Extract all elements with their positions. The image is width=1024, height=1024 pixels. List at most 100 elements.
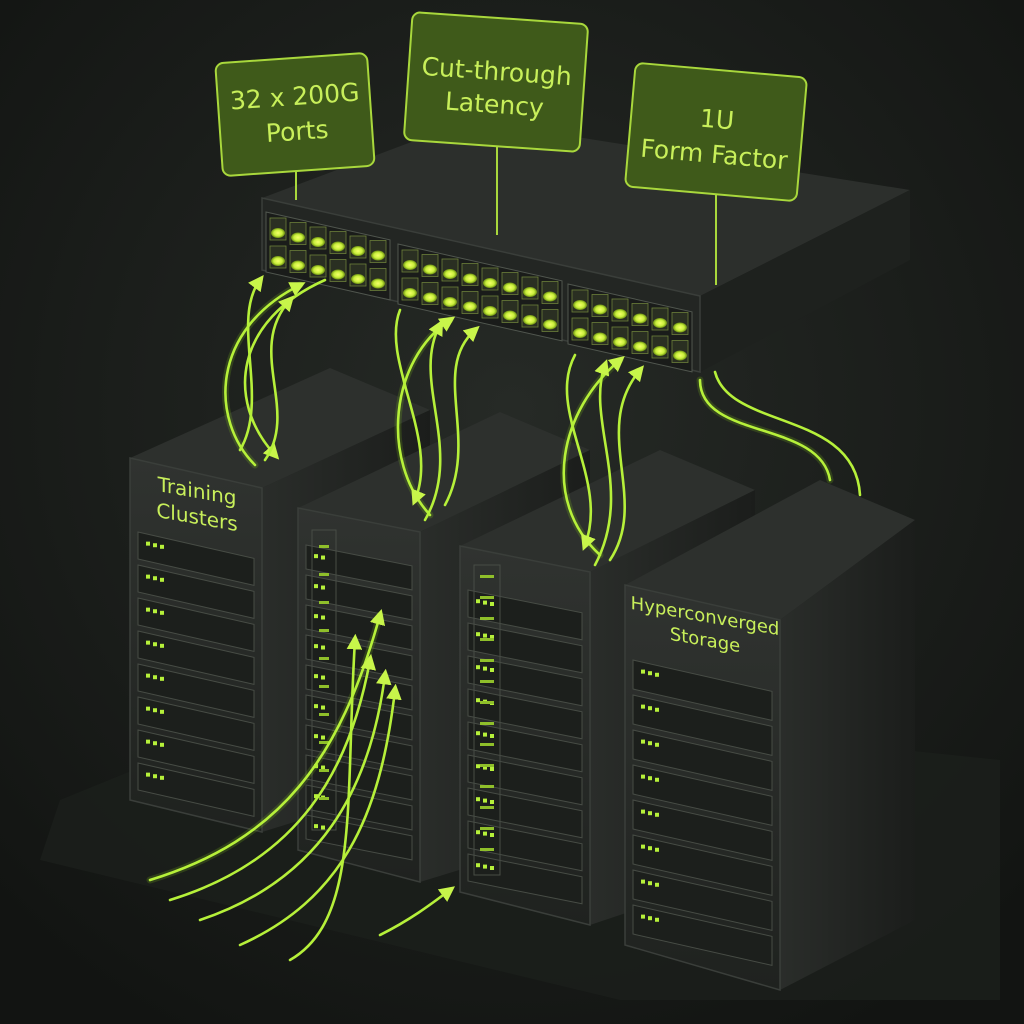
server-unit <box>632 834 773 897</box>
status-led <box>480 638 494 641</box>
status-led <box>146 640 150 645</box>
status-led <box>319 741 329 744</box>
port-group <box>265 211 391 301</box>
rack-side <box>780 520 915 990</box>
port-led <box>593 332 607 343</box>
port-led <box>653 318 667 328</box>
status-led <box>480 848 494 851</box>
flow-arrow <box>238 683 402 947</box>
status-led <box>321 645 325 650</box>
status-led <box>480 764 494 767</box>
server-unit <box>137 597 255 652</box>
callout-line1: 1U <box>699 104 736 136</box>
status-led <box>476 797 480 802</box>
data-flow-arrows <box>146 275 862 962</box>
status-led <box>490 800 494 804</box>
status-led <box>476 632 480 637</box>
flow-arrow <box>713 370 862 497</box>
rack-rail <box>473 564 501 876</box>
status-led <box>476 698 480 703</box>
flow-arrow <box>443 325 480 507</box>
status-led <box>314 824 318 829</box>
server-unit <box>632 869 773 932</box>
server-unit <box>632 764 773 827</box>
rack-top <box>130 368 430 488</box>
server-unit <box>632 799 773 862</box>
server-unit <box>137 663 255 718</box>
server-unit <box>467 589 583 641</box>
rack-units <box>467 564 583 905</box>
status-led <box>321 705 325 710</box>
server-unit <box>305 694 413 741</box>
rack-top <box>460 450 755 572</box>
port-led <box>291 260 305 271</box>
status-led <box>655 847 659 852</box>
status-led <box>476 599 480 604</box>
port-group <box>397 243 563 342</box>
status-led <box>146 574 150 579</box>
status-led <box>146 772 150 777</box>
status-led <box>490 833 494 837</box>
status-led <box>655 742 659 747</box>
port-led <box>483 306 497 316</box>
port-led <box>463 301 477 312</box>
status-led <box>319 629 329 632</box>
status-led <box>655 777 659 782</box>
server-unit <box>632 729 773 792</box>
port-led <box>371 278 385 289</box>
callout-box <box>214 52 376 177</box>
status-led <box>655 707 659 712</box>
rack-top <box>625 480 915 620</box>
status-led <box>321 555 325 560</box>
server-unit <box>467 820 583 872</box>
status-led <box>160 742 164 747</box>
network-switch <box>261 120 910 373</box>
port-led <box>653 346 667 356</box>
status-led <box>153 576 157 581</box>
status-led <box>483 600 487 605</box>
port-led <box>503 282 517 293</box>
status-led <box>153 675 157 680</box>
server-unit <box>137 531 255 586</box>
status-led <box>483 666 487 671</box>
status-led <box>483 798 487 803</box>
status-led <box>319 601 329 604</box>
status-led <box>648 811 652 816</box>
status-led <box>321 615 325 620</box>
flow-arrow <box>168 653 376 902</box>
status-led <box>319 797 329 800</box>
status-led <box>314 614 318 619</box>
status-led <box>648 706 652 711</box>
switch-port-array <box>265 211 693 373</box>
status-led <box>476 764 480 769</box>
status-led <box>480 743 494 746</box>
server-unit <box>137 762 255 817</box>
callout-line2: Ports <box>265 115 329 148</box>
switch-top <box>262 120 910 296</box>
port-led <box>291 232 305 243</box>
server-unit <box>137 564 255 619</box>
status-led <box>319 573 329 576</box>
callout-ports: 32 x 200G Ports <box>214 52 376 200</box>
callout-form-factor: 1U Form Factor <box>624 62 808 285</box>
callout-latency: Cut-through Latency <box>403 11 589 235</box>
status-led <box>153 642 157 647</box>
status-led <box>480 722 494 725</box>
status-led <box>480 596 494 599</box>
flow-arrow <box>593 359 613 567</box>
status-led <box>153 741 157 746</box>
server-unit <box>305 574 413 621</box>
port-group-frame <box>397 243 563 342</box>
server-unit <box>137 696 255 751</box>
port-led <box>443 297 457 307</box>
callout-box <box>403 11 589 153</box>
status-led <box>319 769 329 772</box>
rack-units <box>137 531 255 817</box>
status-led <box>476 830 480 835</box>
port-led <box>403 288 417 298</box>
status-led <box>648 881 652 886</box>
server-unit <box>632 659 773 722</box>
status-led <box>490 866 494 870</box>
flow-arrow <box>565 353 596 551</box>
rack-units <box>632 659 773 967</box>
